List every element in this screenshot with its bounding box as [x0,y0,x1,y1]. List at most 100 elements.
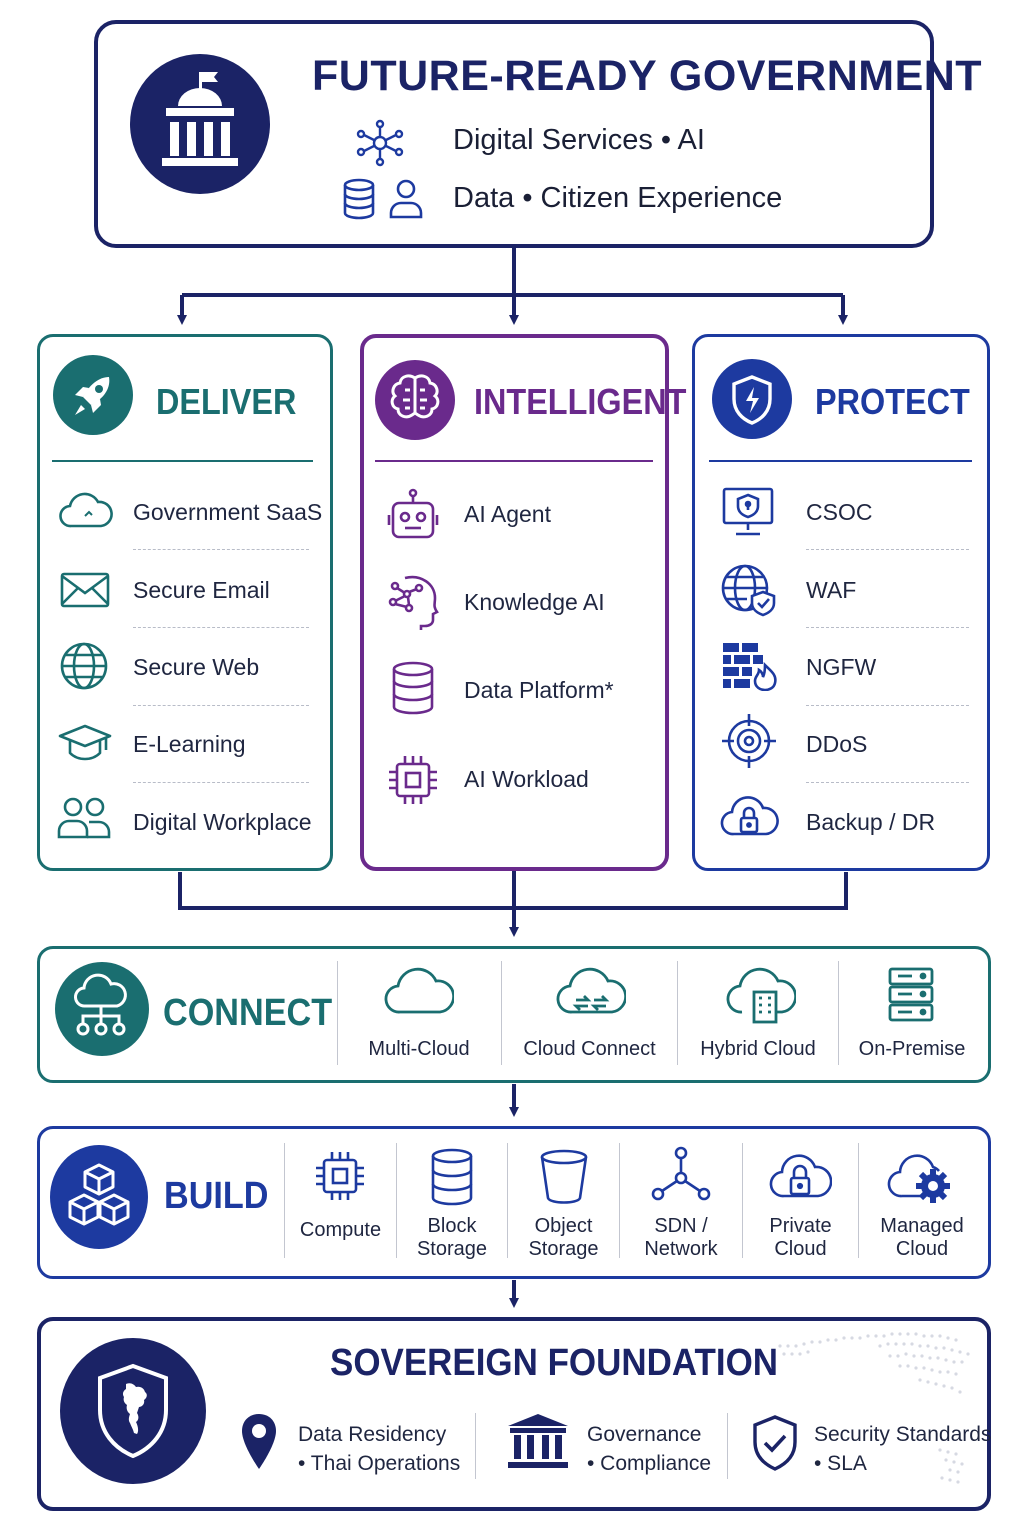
cloud-network-icon [55,962,149,1056]
separator [501,961,502,1065]
deliver-divider [52,460,313,462]
head-network-icon [385,572,441,630]
shield-check-icon [752,1414,798,1472]
protect-item-label: Backup / DR [806,809,936,835]
item-divider [133,549,309,550]
foundation-item-label: Data Residency [298,1423,447,1446]
separator [507,1143,508,1258]
chip-icon [385,752,441,808]
envelope-icon [59,571,111,609]
foundation-item-label: Governance [587,1423,702,1446]
location-pin-icon [240,1412,278,1472]
build-panel [37,1126,991,1279]
globe-shield-icon [720,562,778,618]
separator [838,961,839,1065]
item-divider [806,705,969,706]
shield-icon [712,359,792,439]
build-item-label: Private [769,1215,832,1237]
item-divider [133,705,309,706]
build-item-label: SDN / [654,1215,708,1237]
separator [727,1413,728,1479]
government-building-icon [130,54,270,194]
connect-item-label: Multi-Cloud [368,1038,470,1060]
cloud-icon [382,966,454,1018]
foundation-item-label: • SLA [814,1452,867,1475]
connect-title: CONNECT [163,992,333,1034]
separator [475,1413,476,1479]
protect-divider [709,460,972,462]
cloud-sync-icon [554,966,626,1018]
build-item-label: Network [644,1238,718,1260]
separator [396,1143,397,1258]
protect-item-label: WAF [806,577,857,603]
intelligent-title: INTELLIGENT [474,381,687,422]
build-item-label: Storage [528,1238,599,1260]
header-panel [94,20,934,248]
connect-item-label: On-Premise [858,1038,966,1060]
separator [337,961,338,1065]
server-icon [887,966,935,1024]
rocket-icon [53,355,133,435]
intelligent-item-label: Knowledge AI [464,589,605,615]
people-icon [56,796,112,840]
target-icon [720,712,778,770]
database-icon [342,178,376,220]
separator [284,1143,285,1258]
protect-item-label: NGFW [806,654,877,680]
foundation-title: SOVEREIGN FOUNDATION [330,1342,779,1384]
globe-icon [58,640,110,692]
deliver-item-label: Secure Email [133,577,270,603]
item-divider [806,627,969,628]
build-item-label: Cloud [895,1238,949,1260]
cloud-gear-icon [886,1148,958,1206]
chip-icon [312,1148,368,1204]
deliver-item-label: Digital Workplace [133,809,312,835]
foundation-item-label: • Compliance [587,1452,712,1475]
connect-item-label: Cloud Connect [523,1038,656,1060]
user-icon [388,178,424,220]
bucket-icon [538,1148,590,1206]
world-map-dots-decoration [778,1332,970,1484]
intelligent-divider [375,460,653,462]
database-icon [390,661,436,715]
deliver-item-label: E-Learning [133,731,246,757]
intelligent-item-label: AI Workload [464,766,589,792]
intelligent-item-label: Data Platform* [464,677,614,703]
intelligent-item-label: AI Agent [464,501,551,527]
firewall-icon [721,641,779,691]
build-item-label: Compute [299,1219,382,1241]
page-title: FUTURE-READY GOVERNMENT [312,52,983,100]
cloud-building-icon [724,966,796,1024]
item-divider [133,782,309,783]
database-icon [429,1148,475,1206]
protect-item-label: CSOC [806,499,873,525]
item-divider [133,627,309,628]
brain-icon [375,360,455,440]
monitor-shield-icon [720,486,776,538]
cloud-lock-icon [718,794,780,842]
item-divider [806,782,969,783]
cloud-lock-icon [768,1148,832,1204]
deliver-item-label: Government SaaS [133,499,323,525]
ai-network-icon [354,118,406,168]
build-title: BUILD [164,1175,269,1217]
thailand-shield-icon [60,1338,206,1484]
network-nodes-icon [650,1146,712,1204]
item-divider [806,549,969,550]
separator [742,1143,743,1258]
pillars-icon [506,1412,570,1470]
build-item-label: Storage [416,1238,488,1260]
graduation-cap-icon [57,722,113,766]
deliver-item-label: Secure Web [133,654,260,680]
protect-item-label: DDoS [806,731,868,757]
build-item-label: Managed [880,1215,964,1237]
deliver-title: DELIVER [156,381,297,422]
build-item-label: Cloud [774,1238,827,1260]
cubes-icon [50,1145,148,1249]
build-item-label: Object [534,1215,593,1237]
protect-title: PROTECT [815,381,970,422]
cloud-icon [57,492,113,530]
robot-icon [385,487,441,543]
separator [858,1143,859,1258]
